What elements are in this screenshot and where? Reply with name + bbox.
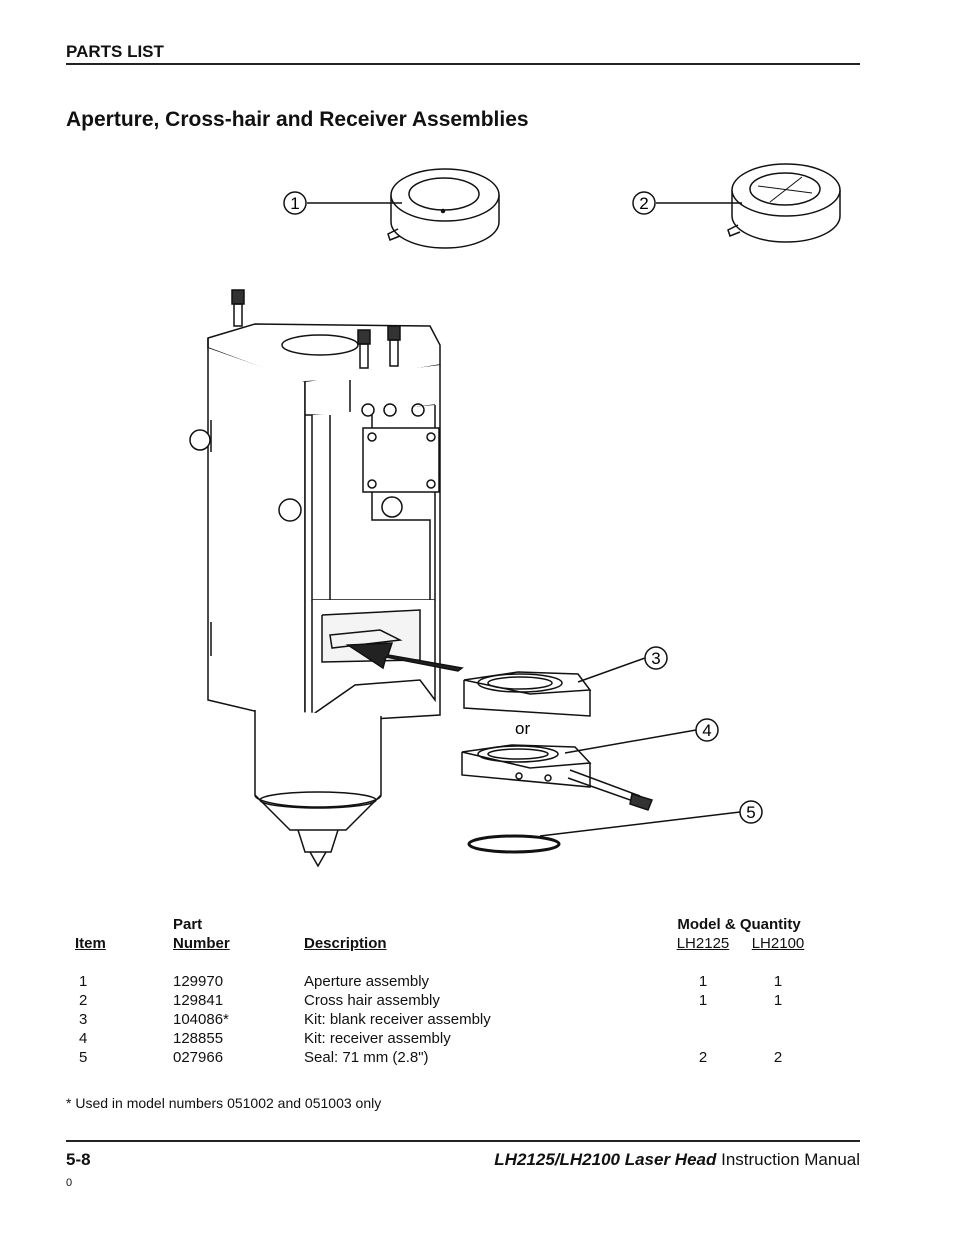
callout-3: 3 bbox=[651, 649, 660, 668]
footer-rule bbox=[66, 1140, 860, 1142]
footer-manual: Instruction Manual bbox=[721, 1150, 860, 1169]
table-header-row-2: Item Number Description LH2125 LH2100 bbox=[66, 933, 814, 952]
header-part: Part bbox=[173, 916, 203, 933]
page-number: 5-8 bbox=[66, 1150, 91, 1169]
row-qty-lh2100: 1 bbox=[773, 973, 783, 990]
row-description: Aperture assembly bbox=[304, 973, 430, 990]
laser-head-drawing bbox=[189, 289, 441, 868]
row-item: 5 bbox=[79, 1049, 88, 1066]
header-number: Number bbox=[173, 935, 230, 952]
row-description: Kit: blank receiver assembly bbox=[304, 1011, 491, 1028]
footer-revision: 0 bbox=[66, 1177, 73, 1189]
row-qty-lh2125: 2 bbox=[698, 1049, 708, 1066]
footer-manual-title: LH2125/LH2100 Laser Head Instruction Man… bbox=[494, 1150, 860, 1170]
cross-hair-assembly-drawing bbox=[727, 163, 841, 243]
row-qty-lh2100 bbox=[742, 1028, 814, 1047]
insertion-arrow bbox=[345, 642, 464, 672]
callout-5: 5 bbox=[746, 803, 755, 822]
footer-model: LH2125/LH2100 Laser Head bbox=[494, 1150, 717, 1169]
row-item: 1 bbox=[79, 973, 88, 990]
row-item: 2 bbox=[79, 992, 88, 1009]
header-lh2100: LH2100 bbox=[751, 935, 805, 952]
callout-2: 2 bbox=[639, 194, 648, 213]
table-row: 2 129841 Cross hair assembly 1 1 bbox=[66, 990, 814, 1009]
row-part-number: 027966 bbox=[173, 1049, 224, 1066]
row-qty-lh2125 bbox=[664, 1009, 742, 1028]
header-item: Item bbox=[75, 935, 106, 952]
footnote: * Used in model numbers 051002 and 05100… bbox=[66, 1095, 382, 1111]
parts-table: Part Model & Quantity Item Number Descri… bbox=[66, 914, 814, 1066]
row-part-number: 128855 bbox=[173, 1030, 224, 1047]
row-qty-lh2100: 2 bbox=[773, 1049, 783, 1066]
table-row: 3 104086* Kit: blank receiver assembly bbox=[66, 1009, 814, 1028]
page-title: Aperture, Cross-hair and Receiver Assemb… bbox=[66, 108, 529, 131]
row-qty-lh2100 bbox=[742, 1009, 814, 1028]
row-item: 3 bbox=[79, 1011, 88, 1028]
row-qty-lh2125 bbox=[664, 1028, 742, 1047]
row-description: Kit: receiver assembly bbox=[304, 1030, 451, 1047]
header-description: Description bbox=[304, 935, 387, 952]
section-header: PARTS LIST bbox=[66, 42, 164, 61]
or-label: or bbox=[515, 719, 530, 738]
row-item: 4 bbox=[79, 1030, 88, 1047]
callout-4: 4 bbox=[702, 721, 711, 740]
table-row: 1 129970 Aperture assembly 1 1 bbox=[66, 971, 814, 990]
table-header-row-1: Part Model & Quantity bbox=[66, 914, 814, 933]
row-qty-lh2125: 1 bbox=[698, 973, 708, 990]
row-part-number: 129841 bbox=[173, 992, 224, 1009]
row-qty-lh2100: 1 bbox=[773, 992, 783, 1009]
row-part-number: 129970 bbox=[173, 973, 224, 990]
header-rule bbox=[66, 63, 860, 65]
row-part-number: 104086* bbox=[173, 1011, 229, 1028]
aperture-assembly-drawing bbox=[387, 168, 500, 249]
header-model-quantity: Model & Quantity bbox=[677, 916, 801, 933]
table-row: 5 027966 Seal: 71 mm (2.8") 2 2 bbox=[66, 1047, 814, 1066]
callout-1: 1 bbox=[290, 194, 299, 213]
header-lh2125: LH2125 bbox=[676, 935, 730, 952]
row-description: Cross hair assembly bbox=[304, 992, 440, 1009]
assembly-diagram: 1 2 3 4 5 or bbox=[189, 163, 841, 868]
blank-receiver-drawing bbox=[463, 671, 592, 717]
row-description: Seal: 71 mm (2.8") bbox=[304, 1049, 429, 1066]
row-qty-lh2125: 1 bbox=[698, 992, 708, 1009]
table-row: 4 128855 Kit: receiver assembly bbox=[66, 1028, 814, 1047]
seal-drawing bbox=[467, 834, 561, 854]
receiver-assembly-drawing bbox=[461, 744, 654, 811]
